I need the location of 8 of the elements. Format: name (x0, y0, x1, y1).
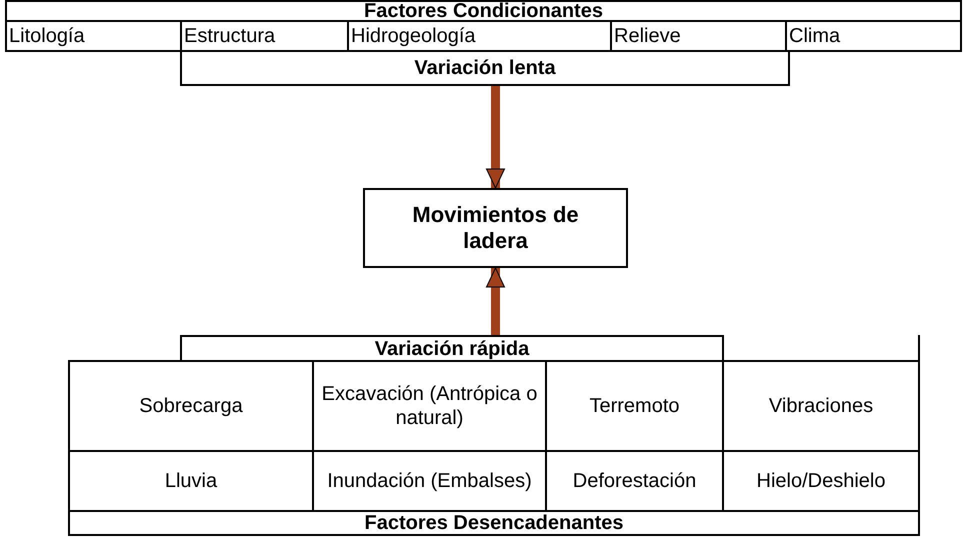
table-footer: Factores Desencadenantes (68, 510, 920, 536)
process-box: Variación rápida (180, 335, 724, 362)
process-box: Variación lenta (180, 50, 790, 86)
arrow (486, 86, 505, 188)
table-header: Factores Condicionantes (5, 0, 962, 22)
table-cell: Litología (5, 20, 182, 52)
process-box: Movimientos de ladera (363, 188, 628, 268)
arrow (486, 268, 505, 335)
